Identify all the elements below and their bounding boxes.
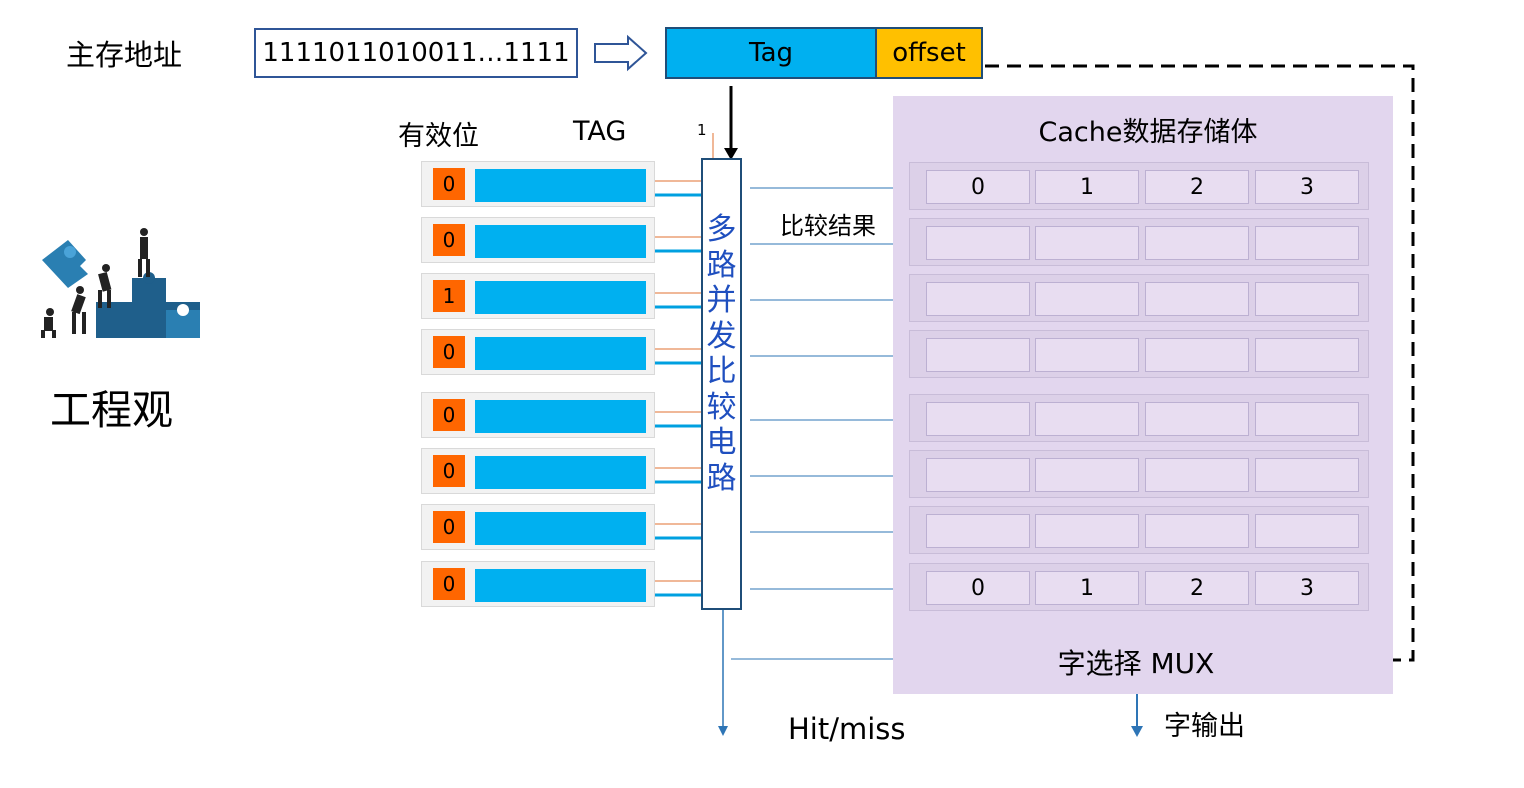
valid-bit: 0 bbox=[433, 168, 465, 200]
cache-title: Cache数据存储体 bbox=[1038, 117, 1258, 148]
parallel-comparator bbox=[701, 158, 742, 610]
cache-word-cell: 2 bbox=[1145, 571, 1249, 605]
valid-bit: 0 bbox=[433, 455, 465, 487]
cache-word-cell: 0 bbox=[926, 571, 1030, 605]
cache-word-cell bbox=[1145, 226, 1249, 260]
valid-bit: 0 bbox=[433, 399, 465, 431]
cache-word-cell bbox=[1035, 514, 1139, 548]
cache-word-cell bbox=[926, 282, 1030, 316]
puzzle-team-icon bbox=[41, 228, 200, 338]
engineering-view-title: 工程观 bbox=[50, 386, 173, 434]
address-value-box: 1111011010011…1111 bbox=[254, 28, 578, 78]
cache-word-cell bbox=[926, 458, 1030, 492]
cache-word-cell: 1 bbox=[1035, 571, 1139, 605]
tag-bar bbox=[475, 169, 646, 202]
cache-word-cell bbox=[1255, 282, 1359, 316]
compare-result-label: 比较结果 bbox=[780, 212, 876, 240]
cache-word-cell bbox=[926, 402, 1030, 436]
valid-bit: 0 bbox=[433, 336, 465, 368]
cache-word-cell bbox=[926, 514, 1030, 548]
tag-field-label: Tag bbox=[748, 38, 793, 68]
cache-word-cell bbox=[1145, 458, 1249, 492]
cache-word-cell bbox=[1145, 282, 1249, 316]
cache-word-cell: 2 bbox=[1145, 170, 1249, 204]
cache-word-cell bbox=[926, 338, 1030, 372]
comparator-input-label: 1 bbox=[697, 121, 707, 139]
cache-word-cell bbox=[1035, 402, 1139, 436]
cache-word-cell bbox=[1255, 226, 1359, 260]
cache-word-cell bbox=[1255, 338, 1359, 372]
valid-bit-header: 有效位 bbox=[398, 121, 479, 152]
tag-bar bbox=[475, 225, 646, 258]
offset-field-label: offset bbox=[892, 38, 966, 68]
hit-miss-label: Hit/miss bbox=[788, 712, 906, 746]
main-memory-address-label: 主存地址 bbox=[66, 38, 183, 72]
cache-word-cell bbox=[1255, 402, 1359, 436]
cache-word-cell: 1 bbox=[1035, 170, 1139, 204]
cache-word-cell bbox=[1035, 338, 1139, 372]
tag-bar bbox=[475, 281, 646, 314]
cache-word-cell: 0 bbox=[926, 170, 1030, 204]
cache-word-cell bbox=[1035, 458, 1139, 492]
word-output-label: 字输出 bbox=[1164, 711, 1245, 742]
cache-word-cell bbox=[1145, 514, 1249, 548]
tag-header: TAG bbox=[573, 116, 627, 147]
cache-word-cell bbox=[926, 226, 1030, 260]
cache-word-cell bbox=[1255, 514, 1359, 548]
valid-bit: 0 bbox=[433, 568, 465, 600]
offset-field: offset bbox=[875, 27, 983, 79]
cache-word-cell bbox=[1035, 282, 1139, 316]
tag-field: Tag bbox=[665, 27, 877, 79]
valid-bit: 0 bbox=[433, 224, 465, 256]
cache-word-cell bbox=[1145, 402, 1249, 436]
tag-bar bbox=[475, 512, 646, 545]
tag-bar bbox=[475, 337, 646, 370]
cache-word-cell: 3 bbox=[1255, 170, 1359, 204]
tag-bar bbox=[475, 569, 646, 602]
tag-bar bbox=[475, 456, 646, 489]
cache-word-cell bbox=[1255, 458, 1359, 492]
cache-word-cell bbox=[1035, 226, 1139, 260]
hollow-arrow-icon bbox=[594, 34, 648, 72]
address-value: 1111011010011…1111 bbox=[262, 38, 570, 68]
comparator-label: 多 路 并 发 比 较 电 路 bbox=[706, 212, 737, 496]
valid-bit: 0 bbox=[433, 511, 465, 543]
cache-word-cell: 3 bbox=[1255, 571, 1359, 605]
cache-word-cell bbox=[1145, 338, 1249, 372]
tag-bar bbox=[475, 400, 646, 433]
mux-label: 字选择 MUX bbox=[1057, 647, 1215, 680]
valid-bit: 1 bbox=[433, 280, 465, 312]
